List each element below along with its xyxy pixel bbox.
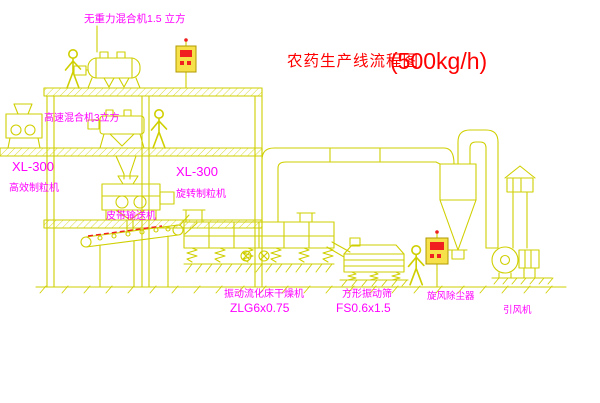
label-high-speed-mixer: 高速混合机3立方 — [44, 111, 120, 124]
high-speed-mixer — [87, 109, 145, 180]
worker-figure-top — [64, 48, 82, 89]
fluid-bed-dryer — [182, 209, 335, 273]
belt-red-band — [87, 225, 163, 237]
label-screen-name: 方形振动筛 — [342, 287, 392, 300]
label-mid-granulator-model: XL-300 — [176, 164, 218, 179]
exhaust-stack — [504, 165, 536, 249]
gravity-mixer — [73, 25, 141, 89]
title-capacity: (500kg/h) — [390, 48, 487, 74]
label-left-granulator-model: XL-300 — [12, 159, 54, 174]
control-panel-ground — [425, 230, 449, 288]
label-dryer-model: ZLG6x0.75 — [230, 301, 290, 315]
left-granulator — [5, 103, 43, 149]
title-main: 农药生产线流程图 — [287, 52, 419, 70]
label-mid-granulator-name: 旋转制粒机 — [176, 187, 226, 200]
exhaust-duct — [261, 147, 455, 223]
belt-conveyor — [80, 214, 198, 288]
ground-line — [35, 285, 567, 294]
label-belt-conveyor: 皮带输送机 — [106, 209, 156, 222]
worker-figure-mid — [150, 109, 168, 149]
worker-figure-ground — [407, 244, 425, 286]
cyclone-separator — [439, 129, 499, 260]
vibrating-screen — [326, 237, 409, 287]
label-cyclone: 旋风除尘器 — [427, 290, 475, 302]
label-screen-model: FS0.6x1.5 — [336, 301, 391, 315]
label-left-granulator-name: 高效制粒机 — [9, 181, 59, 194]
control-panel-top — [175, 38, 197, 89]
diagram-title: 农药生产线流程图 (500kg/h) — [287, 48, 487, 74]
label-top-mixer: 无重力混合机1.5 立方 — [84, 12, 186, 25]
induced-draft-fan — [491, 246, 554, 285]
label-fan: 引风机 — [503, 304, 532, 316]
label-dryer-name: 振动流化床干燥机 — [224, 287, 304, 300]
rotary-granulator — [101, 175, 175, 232]
